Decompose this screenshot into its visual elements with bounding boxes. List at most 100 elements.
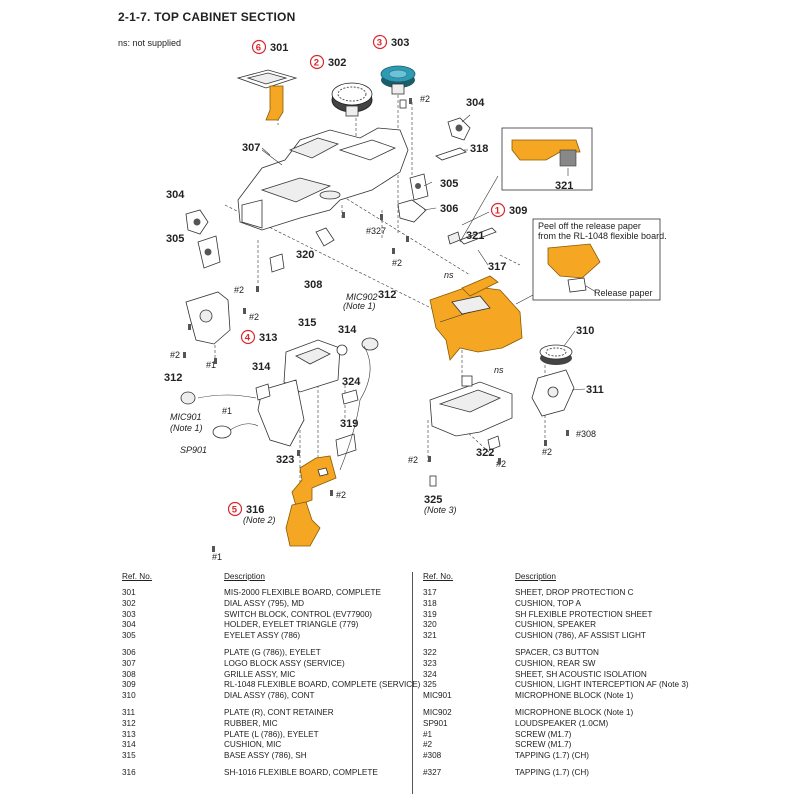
ref-no: #308 <box>423 751 442 761</box>
description: CUSHION, MIC <box>224 740 282 750</box>
svg-text:#2: #2 <box>249 312 259 322</box>
description: CUSHION, REAR SW <box>515 658 596 668</box>
svg-text:3: 3 <box>377 38 382 49</box>
svg-text:#2: #2 <box>170 350 180 360</box>
callout-307: 307 <box>242 142 260 154</box>
callout-305a: 305 <box>440 178 458 190</box>
callout-303: 3 303 <box>372 34 409 50</box>
description: EYELET ASSY (786) <box>224 631 301 641</box>
inset-321 <box>501 127 593 191</box>
ref-no: 311 <box>122 708 136 717</box>
description: DIAL ASSY (786), CONT <box>224 691 315 701</box>
ref-no: 317 <box>423 588 437 597</box>
description: CUSHION (786), AF ASSIST LIGHT <box>515 631 646 641</box>
ref-no: 315 <box>122 751 136 761</box>
ref-no: 316 <box>122 768 136 777</box>
callout-323: 323 <box>276 454 294 466</box>
part-305-right <box>409 173 429 201</box>
svg-text:Peel off the release paper: Peel off the release paper <box>538 221 641 231</box>
callout-312a: 312 <box>164 372 182 384</box>
text-labels: ns ns MIC902 (Note 1) MIC901 (Note 1) SP… <box>170 221 667 525</box>
callout-320: 320 <box>296 249 314 261</box>
svg-text:#2: #2 <box>336 490 346 500</box>
svg-text:#1: #1 <box>222 406 232 416</box>
svg-text:302: 302 <box>328 57 346 69</box>
part-311-plate <box>531 369 575 417</box>
part-321-cushion <box>447 231 461 245</box>
ref-no: 320 <box>423 620 437 630</box>
svg-text:#2: #2 <box>392 258 402 268</box>
part-304-right <box>447 117 471 141</box>
description: CUSHION, LIGHT INTERCEPTION AF (Note 3) <box>515 680 689 690</box>
part-302-dial <box>331 82 373 117</box>
header-desc: Description <box>515 572 556 581</box>
part-322-spacer <box>487 435 501 451</box>
ns-note: ns: not supplied <box>118 38 182 48</box>
callout-315: 315 <box>298 317 316 329</box>
svg-text:MIC902: MIC902 <box>346 292 378 302</box>
callout-304b: 304 <box>166 189 185 201</box>
exploded-diagram: 6 301 2 302 3 303 304 304 305 305 306 30… <box>164 34 667 562</box>
ref-no: #1 <box>423 729 433 739</box>
part-304-left <box>185 209 209 235</box>
svg-text:(Note 1): (Note 1) <box>170 423 203 433</box>
header-desc: Description <box>224 572 265 581</box>
part-306 <box>397 199 427 223</box>
description: SH FLEXIBLE PROTECTION SHEET <box>515 609 653 619</box>
part-314-lower <box>255 383 271 401</box>
part-305-left <box>197 235 221 269</box>
callout-310: 310 <box>576 325 594 337</box>
callout-308: 308 <box>304 279 322 291</box>
leader-lines <box>261 114 586 391</box>
page-title: 2-1-7. TOP CABINET SECTION <box>118 10 296 24</box>
part-301-flex-board <box>236 69 298 121</box>
description: PLATE (L (786)), EYELET <box>224 729 319 739</box>
svg-text:#327: #327 <box>366 226 386 236</box>
ref-no: 304 <box>122 620 136 630</box>
part-325-cushion <box>429 475 437 487</box>
description: SHEET, DROP PROTECTION C <box>515 588 634 597</box>
ref-no: 310 <box>122 691 136 701</box>
callout-314a: 314 <box>338 324 357 336</box>
description: LOGO BLOCK ASSY (SERVICE) <box>224 658 345 668</box>
svg-text:#2: #2 <box>408 455 418 465</box>
ref-no: #327 <box>423 768 442 777</box>
callout-325: 325 <box>424 494 442 506</box>
description: MIS-2000 FLEXIBLE BOARD, COMPLETE <box>224 588 381 597</box>
description: CUSHION, SPEAKER <box>515 620 596 630</box>
callout-309: 1 309 <box>490 202 527 218</box>
ref-no: 319 <box>423 609 437 619</box>
svg-text:2: 2 <box>314 58 319 69</box>
callout-316: 5 316 <box>227 501 264 517</box>
ref-no: 306 <box>122 648 136 657</box>
ref-no: 322 <box>423 648 437 657</box>
callout-304a: 304 <box>466 97 485 109</box>
svg-text:#1: #1 <box>212 552 222 562</box>
ref-no: 312 <box>122 718 136 728</box>
ref-no: 303 <box>122 609 136 619</box>
svg-text:316: 316 <box>246 504 264 516</box>
description: TAPPING (1.7) (CH) <box>515 768 589 777</box>
svg-text:1: 1 <box>495 206 501 217</box>
screw-labels: #2 #327 #2 #2 #2 #2 #1 #1 #2 #1 #2 #2 #2… <box>170 94 596 562</box>
ref-no: 323 <box>423 658 437 668</box>
callout-317: 317 <box>488 261 506 273</box>
part-303-switch-block <box>380 65 416 109</box>
header-ref: Ref. No. <box>423 572 454 581</box>
part-318-cushion <box>435 147 467 161</box>
header-ref: Ref. No. <box>122 572 153 581</box>
part-317-sheet <box>459 227 497 245</box>
description: HOLDER, EYELET TRIANGLE (779) <box>224 620 359 630</box>
callout-312b: 312 <box>378 289 396 301</box>
part-312-right <box>361 337 379 351</box>
description: SPACER, C3 BUTTON <box>515 648 599 657</box>
part-316-flex-board <box>285 455 337 547</box>
part-312-left <box>180 391 196 405</box>
ref-no: 305 <box>122 631 136 641</box>
part-323-cushion <box>317 467 329 477</box>
callout-318: 318 <box>470 143 488 155</box>
part-sp901-speaker <box>197 345 371 471</box>
callout-314b: 314 <box>252 361 271 373</box>
description: MICROPHONE BLOCK (Note 1) <box>515 691 634 701</box>
callout-305b: 305 <box>166 233 184 245</box>
